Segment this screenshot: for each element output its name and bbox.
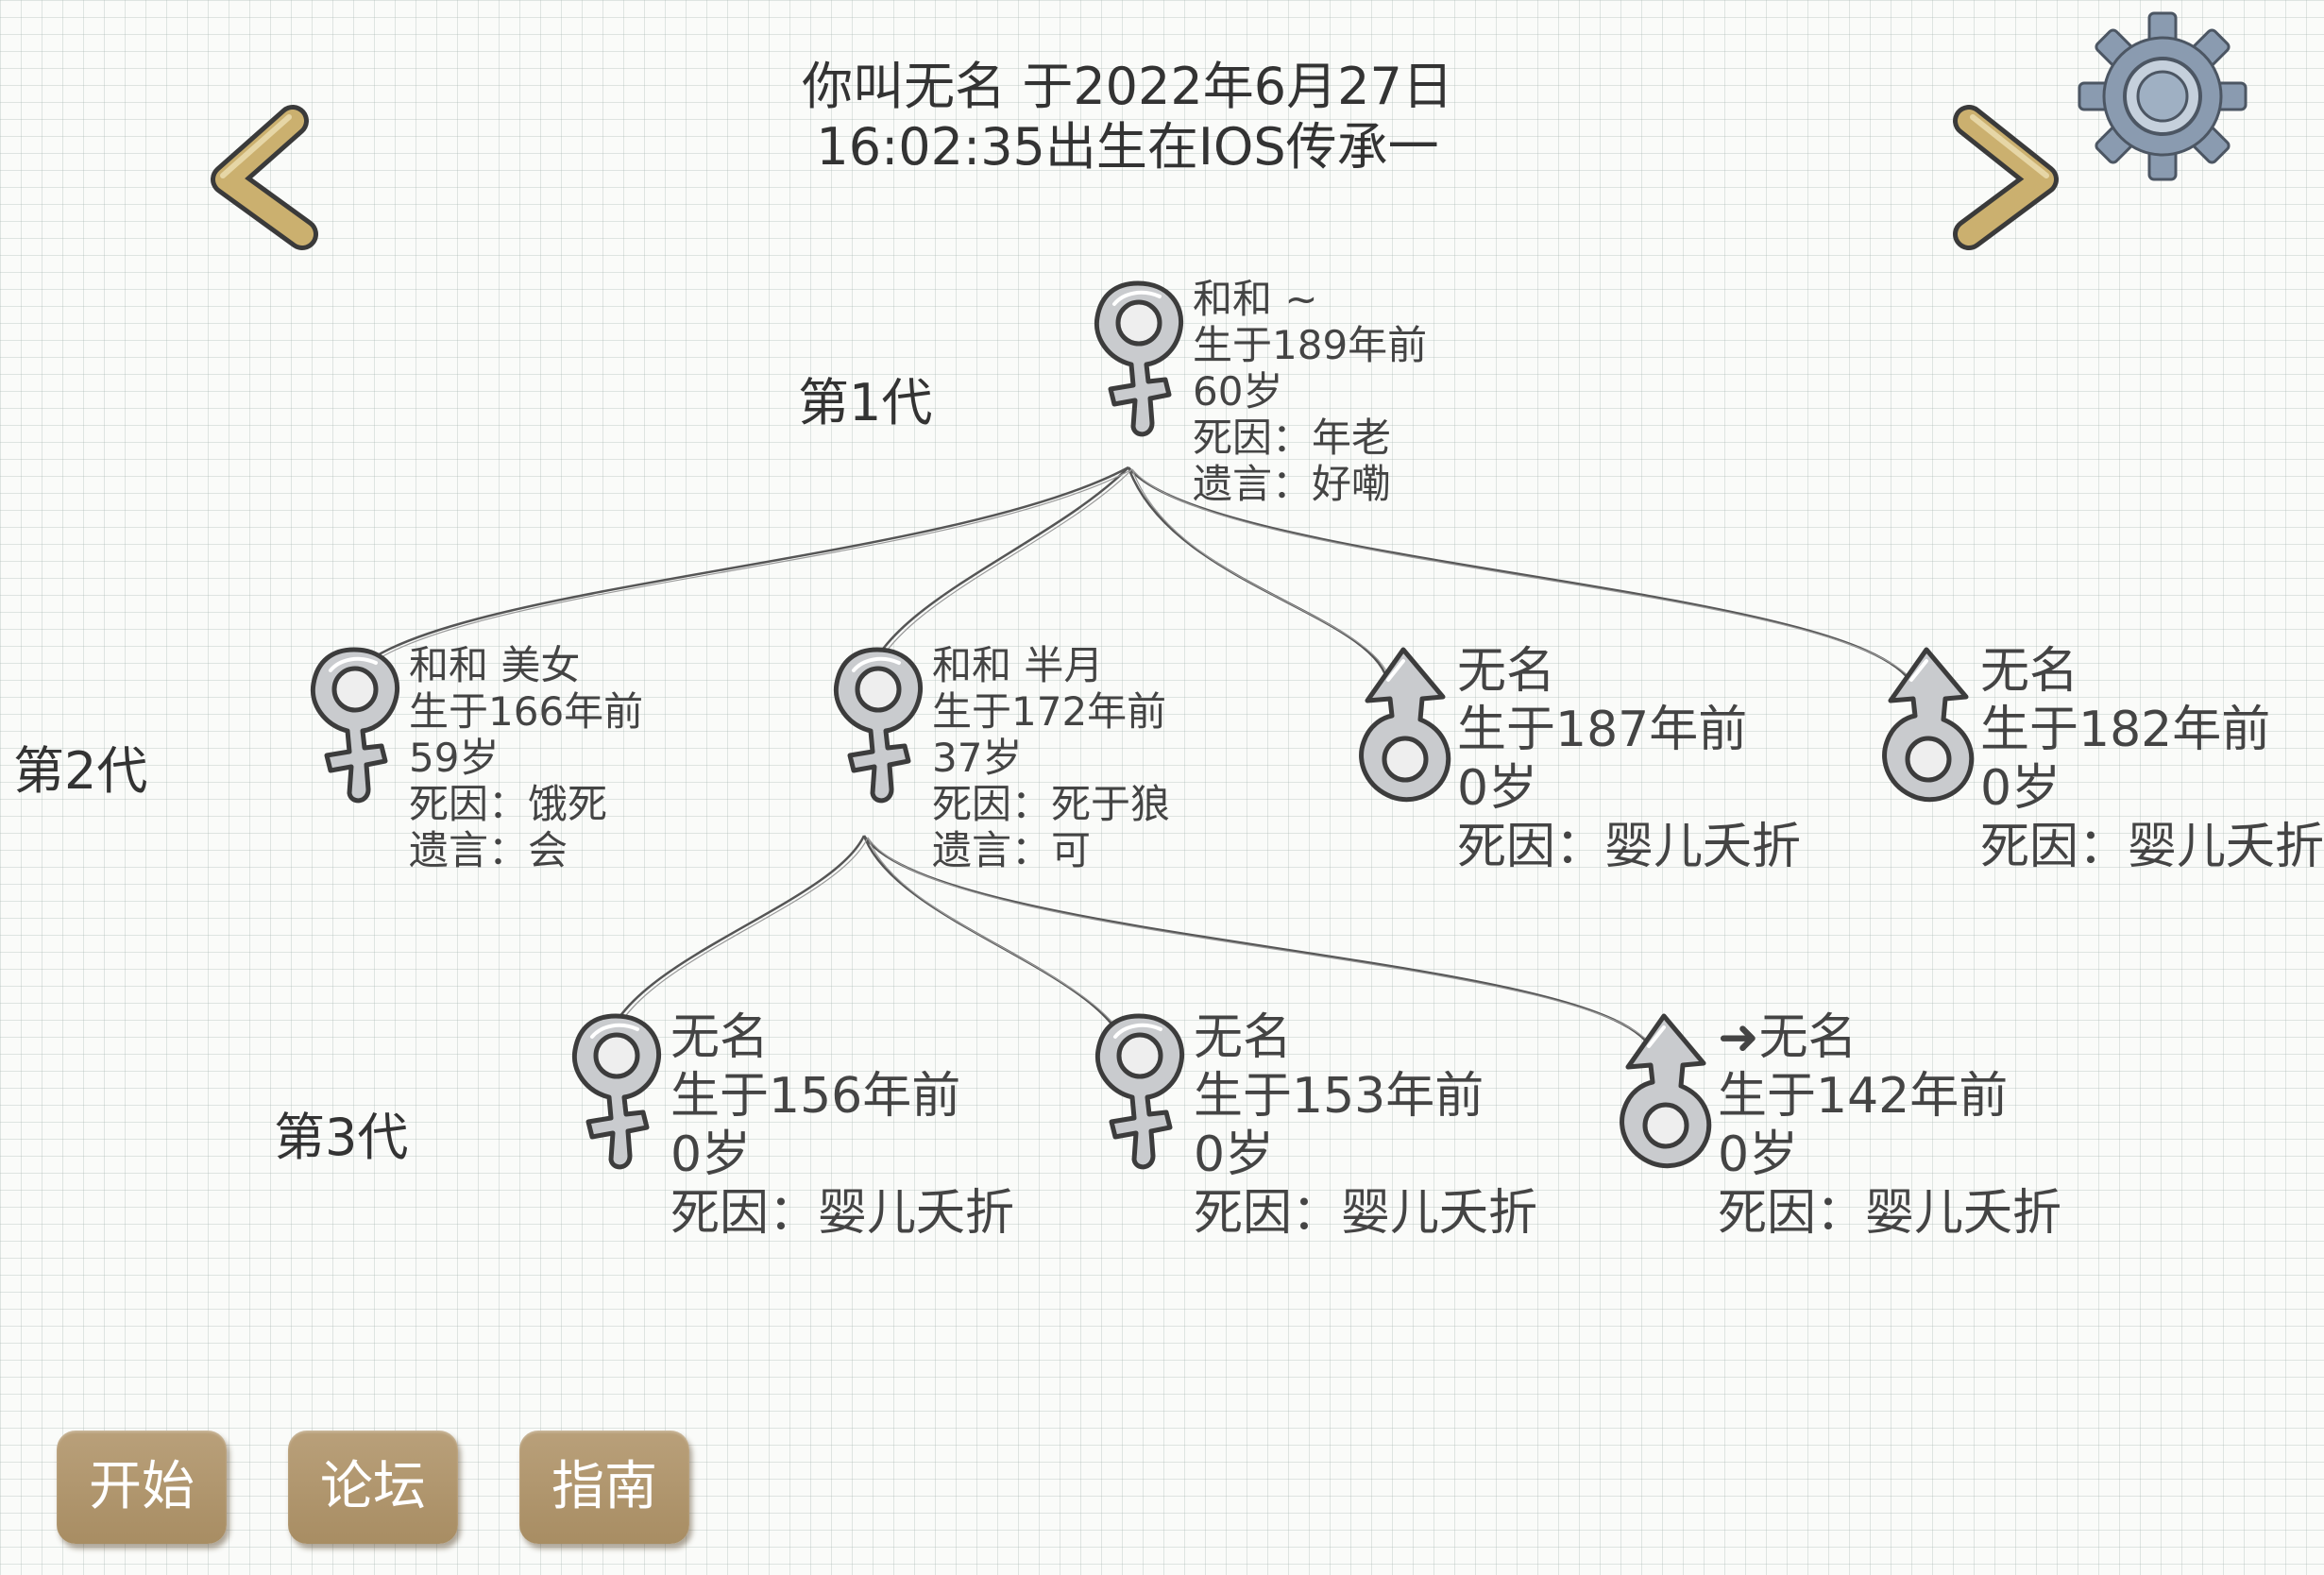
member-age: 59岁	[409, 735, 500, 781]
member-name: 和和 半月	[932, 642, 1104, 688]
generation-label-1: 第1代	[798, 373, 933, 432]
member-name: 和和 ~	[1193, 276, 1318, 322]
member-birth: 生于187年前	[1457, 702, 1748, 758]
member-info: 和和 半月 生于172年前 37岁 死因：死于狼 遗言：可	[932, 642, 1170, 873]
member-cause-of-death: 死因：婴儿夭折	[1980, 819, 2324, 875]
member-cause-of-death: 死因：婴儿夭折	[670, 1185, 1015, 1242]
female-symbol-icon	[833, 647, 924, 804]
female-symbol-icon	[1094, 280, 1184, 437]
chevron-right-icon	[1953, 105, 2059, 250]
generation-label-3: 第3代	[274, 1108, 409, 1167]
male-symbol-icon	[1882, 647, 1975, 803]
member-name: ➜无名	[1718, 1009, 1858, 1066]
previous-button[interactable]	[198, 104, 331, 250]
male-symbol-icon	[1359, 647, 1451, 803]
member-name: 无名	[1457, 643, 1556, 700]
member-age: 0岁	[670, 1126, 752, 1183]
female-symbol-icon	[571, 1013, 662, 1170]
member-birth: 生于153年前	[1194, 1068, 1484, 1125]
member-birth: 生于142年前	[1718, 1068, 2009, 1125]
chevron-left-icon	[211, 105, 318, 250]
member-last-words: 遗言：会	[409, 827, 568, 873]
member-birth: 生于189年前	[1193, 322, 1428, 368]
member-age: 37岁	[932, 735, 1023, 781]
birth-info-title: 你叫无名 于2022年6月27日 16:02:35出生在IOS传承一	[561, 57, 1694, 178]
member-cause-of-death: 死因：年老	[1193, 415, 1392, 461]
birth-info-line-2: 16:02:35出生在IOS传承一	[816, 117, 1439, 177]
generation-label-2: 第2代	[13, 741, 148, 801]
member-age: 0岁	[1457, 760, 1538, 817]
member-age: 0岁	[1980, 760, 2061, 817]
member-cause-of-death: 死因：死于狼	[932, 781, 1171, 827]
member-cause-of-death: 死因：饿死	[409, 781, 608, 827]
member-birth: 生于172年前	[932, 688, 1167, 735]
start-button[interactable]: 开始	[57, 1431, 227, 1544]
female-symbol-icon	[310, 647, 400, 804]
settings-button[interactable]	[2078, 11, 2248, 181]
next-button[interactable]	[1941, 104, 2073, 250]
member-name: 和和 美女	[409, 642, 581, 688]
member-info: 无名 生于153年前 0岁 死因：婴儿夭折	[1194, 1008, 1537, 1243]
member-age: 0岁	[1194, 1126, 1275, 1183]
member-info: 无名 生于182年前 0岁 死因：婴儿夭折	[1980, 642, 2324, 876]
member-info: 无名 生于156年前 0岁 死因：婴儿夭折	[670, 1008, 1014, 1243]
member-birth: 生于182年前	[1980, 702, 2271, 758]
member-age: 0岁	[1718, 1126, 1799, 1183]
member-age: 60岁	[1193, 368, 1283, 415]
member-birth: 生于156年前	[670, 1068, 961, 1125]
gear-icon	[2078, 11, 2248, 181]
member-info: 和和 ~ 生于189年前 60岁 死因：年老 遗言：好嘞	[1193, 276, 1427, 507]
member-name: 无名	[1980, 643, 2079, 700]
member-cause-of-death: 死因：婴儿夭折	[1718, 1185, 2062, 1242]
member-last-words: 遗言：好嘞	[1193, 461, 1392, 507]
guide-button[interactable]: 指南	[519, 1431, 689, 1544]
birth-info-line-1: 你叫无名 于2022年6月27日	[802, 57, 1453, 116]
female-symbol-icon	[1094, 1013, 1185, 1170]
member-info: 无名 生于187年前 0岁 死因：婴儿夭折	[1457, 642, 1801, 876]
member-birth: 生于166年前	[409, 688, 644, 735]
member-name: 无名	[1194, 1009, 1293, 1066]
member-cause-of-death: 死因：婴儿夭折	[1457, 819, 1802, 875]
male-symbol-icon	[1620, 1013, 1712, 1169]
member-info: ➜无名 生于142年前 0岁 死因：婴儿夭折	[1718, 1008, 2061, 1243]
member-info: 和和 美女 生于166年前 59岁 死因：饿死 遗言：会	[409, 642, 643, 873]
member-last-words: 遗言：可	[932, 827, 1092, 873]
forum-button[interactable]: 论坛	[288, 1431, 458, 1544]
member-cause-of-death: 死因：婴儿夭折	[1194, 1185, 1538, 1242]
member-name: 无名	[670, 1009, 770, 1066]
